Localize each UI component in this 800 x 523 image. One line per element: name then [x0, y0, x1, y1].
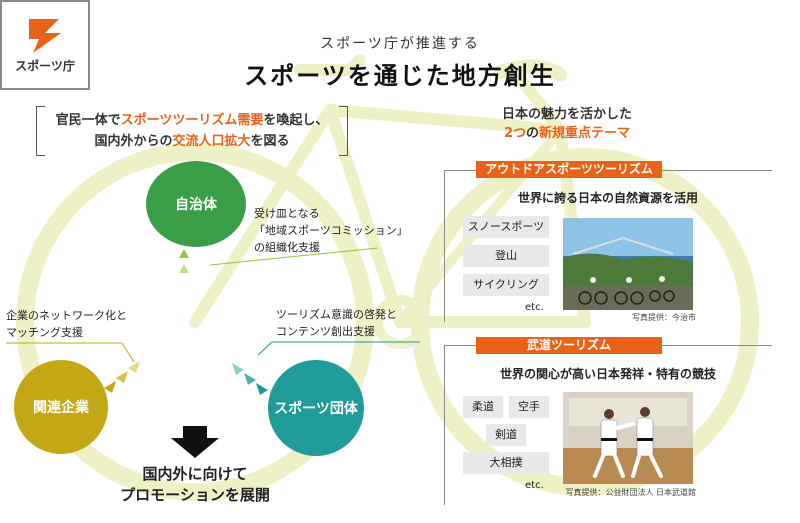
sports-agency-circle: スポーツ庁 — [0, 0, 90, 90]
themes-heading: 日本の魅力を活かした 2つの新規重点テーマ — [462, 105, 672, 143]
note-local-line1: 受け皿となる — [254, 207, 320, 220]
arrow-sport-3 — [232, 363, 244, 375]
note-sport-line2: コンテンツ創出支援 — [276, 325, 375, 338]
budo-vline — [444, 345, 445, 505]
themes-heading-line2: 2つの新規重点テーマ — [462, 124, 672, 143]
tag-judo: 柔道 — [463, 396, 503, 418]
note-corp-line2: マッチング支援 — [6, 326, 83, 339]
arrow-corp-1 — [104, 381, 116, 393]
tag-mountaineering: 登山 — [463, 245, 549, 267]
arrow-up-2 — [179, 249, 189, 258]
result-line1: 国内外に向けて — [142, 465, 248, 483]
themes-heading-line1: 日本の魅力を活かした — [501, 107, 632, 122]
outdoor-photo-credit: 写真提供：今治市 — [632, 313, 696, 322]
connector-local — [209, 247, 379, 266]
note-sport-line1: ツーリズム意識の啓発と — [276, 308, 397, 321]
tag-snow-sports: スノースポーツ — [463, 216, 549, 238]
sports-organizations-circle: スポーツ団体 — [268, 360, 364, 456]
intro-line2-highlight: 交流人口拡大 — [172, 134, 251, 149]
budo-title-band: 武道ツーリズム — [476, 337, 662, 354]
budo-etc: etc. — [525, 480, 544, 491]
intro-line2-post: を図る — [250, 134, 290, 149]
themes-heading-highlight: 新規重点テーマ — [539, 126, 631, 141]
outdoor-title-band: アウトドアスポーツツーリズム — [476, 161, 662, 178]
intro-line2-pre: 国内外からの — [94, 134, 173, 149]
right-bracket — [339, 106, 348, 156]
budo-photo-credit: 写真提供：公益財団法人 日本武道館 — [565, 488, 696, 497]
karate-photo — [563, 392, 693, 484]
sports-agency-label: スポーツ庁 — [15, 58, 75, 73]
intro-line-2: 国内外からの交流人口拡大を図る — [36, 131, 348, 152]
note-local-line3: の組織化支援 — [254, 241, 320, 254]
karate-photo-image — [563, 392, 693, 484]
note-corp-support: 企業のネットワーク化と マッチング支援 — [6, 307, 127, 341]
page-subtitle: スポーツ庁が推進する — [320, 36, 480, 52]
outdoor-etc: etc. — [525, 302, 544, 313]
left-bracket — [36, 106, 45, 156]
cycling-photo — [563, 218, 693, 310]
tag-cycling: サイクリング — [463, 274, 549, 296]
connector-corp-d — [121, 342, 135, 363]
arrow-corp-3 — [128, 361, 140, 373]
connector-sport-d — [257, 341, 273, 356]
tag-karate: 空手 — [509, 396, 549, 418]
arrow-corp-2 — [116, 371, 128, 383]
arrow-sport-1 — [256, 383, 268, 395]
intro-line-1: 官民一体でスポーツツーリズム需要を喚起し、 — [36, 110, 348, 131]
budo-description: 世界の関心が高い日本発祥・特有の競技 — [499, 367, 716, 381]
outdoor-vline — [444, 170, 445, 322]
local-government-circle: 自治体 — [146, 161, 246, 247]
themes-heading-particle: の — [526, 126, 540, 141]
note-local-line2: 「地域スポーツコミッション」 — [254, 224, 408, 237]
cycling-photo-image — [563, 218, 693, 310]
themes-heading-number: 2つ — [503, 126, 526, 141]
intro-text: 官民一体でスポーツツーリズム需要を喚起し、 国内外からの交流人口拡大を図る — [36, 110, 348, 152]
promotion-result: 国内外に向けて プロモーションを展開 — [100, 464, 290, 506]
tag-kendo: 剣道 — [486, 424, 526, 446]
down-arrow-icon — [171, 426, 219, 458]
result-line2: プロモーションを展開 — [120, 486, 270, 504]
sports-agency-logo-icon — [29, 18, 61, 53]
arrow-up-3 — [179, 264, 189, 273]
intro-line1-post: を喚起し、 — [263, 113, 329, 128]
note-local-support: 受け皿となる 「地域スポーツコミッション」 の組織化支援 — [254, 205, 408, 256]
outdoor-description: 世界に誇る日本の自然資源を活用 — [517, 191, 698, 205]
tag-sumo: 大相撲 — [463, 452, 549, 474]
note-sport-support: ツーリズム意識の啓発と コンテンツ創出支援 — [276, 306, 397, 340]
page-title: スポーツを通じた地方創生 — [244, 62, 556, 90]
intro-line1-highlight: スポーツツーリズム需要 — [120, 113, 264, 128]
corporations-circle: 関連企業 — [14, 360, 108, 454]
intro-line1-pre: 官民一体で — [55, 113, 121, 128]
arrow-sport-2 — [244, 373, 256, 385]
note-corp-line1: 企業のネットワーク化と — [6, 309, 127, 322]
intro-bracket — [36, 106, 348, 156]
